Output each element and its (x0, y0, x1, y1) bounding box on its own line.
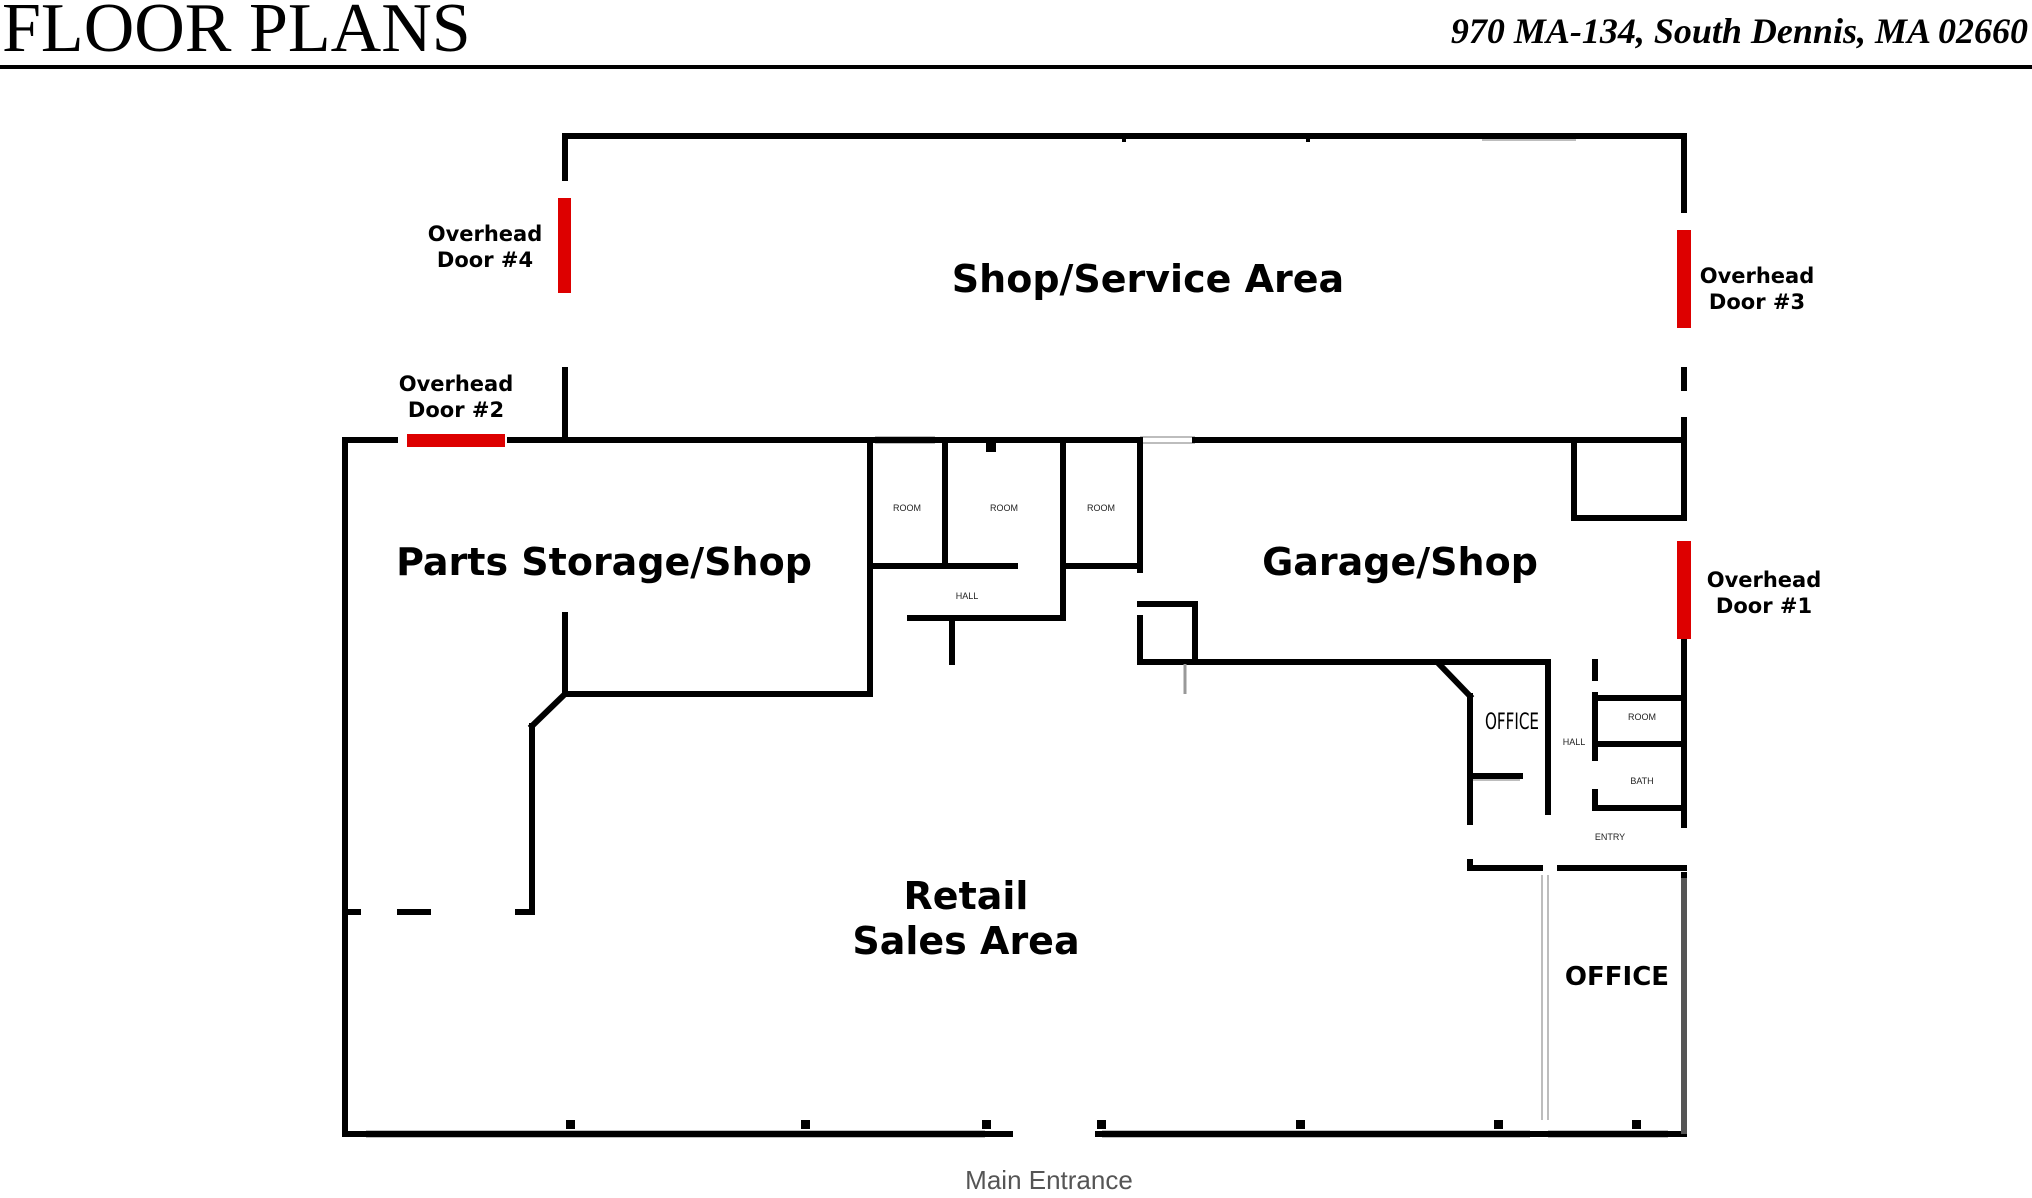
room-label-room-2: ROOM (990, 503, 1018, 513)
room-label-hall-2: HALL (1563, 737, 1586, 747)
room-label-room-4: ROOM (1628, 712, 1656, 722)
overhead-door-3[interactable] (1677, 230, 1691, 328)
door-3-label-line2: Door #3 (1709, 290, 1805, 314)
room-label-entry: ENTRY (1595, 832, 1625, 842)
header-divider (0, 65, 2032, 69)
door-3-label-line1: Overhead (1700, 264, 1815, 288)
door-1-label-line1: Overhead (1707, 568, 1822, 592)
door-2-label-line2: Door #2 (408, 398, 504, 422)
main-entrance-label: Main Entrance (965, 1165, 1133, 1195)
room-label-hall-1: HALL (956, 591, 979, 601)
room-label-office-large: OFFICE (1565, 962, 1669, 992)
door-1-label-line2: Door #1 (1716, 594, 1812, 618)
room-label-retail-line1: Retail (904, 874, 1029, 918)
room-label-garage-shop: Garage/Shop (1262, 540, 1538, 584)
overhead-door-1[interactable] (1677, 541, 1691, 639)
door-4-label-line2: Door #4 (437, 248, 533, 272)
room-label-shop-service: Shop/Service Area (952, 257, 1344, 301)
page-title: FLOOR PLANS (2, 0, 471, 67)
room-label-room-3: ROOM (1087, 503, 1115, 513)
room-label-bath: BATH (1630, 776, 1653, 786)
door-4-label-line1: Overhead (428, 222, 543, 246)
door-2-label-line1: Overhead (399, 372, 514, 396)
property-address: 970 MA-134, South Dennis, MA 02660 (1450, 11, 2028, 51)
overhead-door-2[interactable] (407, 434, 505, 447)
overhead-door-4[interactable] (558, 198, 571, 293)
room-label-parts-storage: Parts Storage/Shop (396, 540, 812, 584)
room-label-retail-line2: Sales Area (852, 919, 1079, 963)
structural-posts (566, 134, 1641, 1129)
room-label-office-small: OFFICE (1485, 710, 1539, 735)
room-label-room-1: ROOM (893, 503, 921, 513)
